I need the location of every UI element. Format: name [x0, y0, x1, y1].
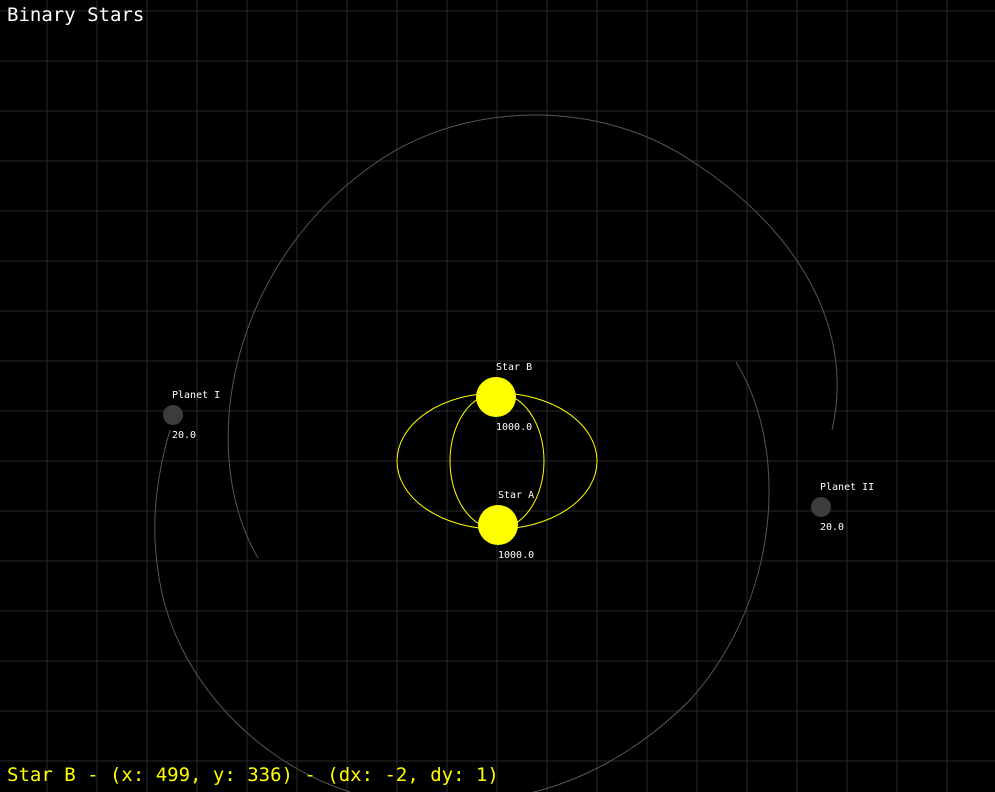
planet-i-name: Planet I [172, 390, 220, 401]
planet-trail-outer [227, 114, 838, 559]
planet-i-mass: 20.0 [172, 430, 196, 441]
app-title: Binary Stars [7, 4, 145, 26]
star-a-body[interactable] [478, 505, 518, 545]
planet-ii[interactable]: Planet II 20.0 [811, 482, 874, 533]
star-b-mass: 1000.0 [496, 422, 532, 433]
star-b-body[interactable] [476, 377, 516, 417]
star-b-name: Star B [496, 362, 532, 373]
star-a[interactable]: Star A 1000.0 [478, 490, 534, 561]
planet-i-body[interactable] [163, 405, 183, 425]
star-b[interactable]: Star B 1000.0 [476, 362, 532, 433]
planet-ii-body[interactable] [811, 497, 831, 517]
planet-i[interactable]: Planet I 20.0 [163, 390, 220, 441]
star-a-mass: 1000.0 [498, 550, 534, 561]
planet-ii-mass: 20.0 [820, 522, 844, 533]
planet-trail-inner [154, 361, 770, 792]
planet-ii-name: Planet II [820, 482, 874, 493]
star-a-name: Star A [498, 490, 534, 501]
status-readout: Star B - (x: 499, y: 336) - (dx: -2, dy:… [7, 764, 499, 786]
